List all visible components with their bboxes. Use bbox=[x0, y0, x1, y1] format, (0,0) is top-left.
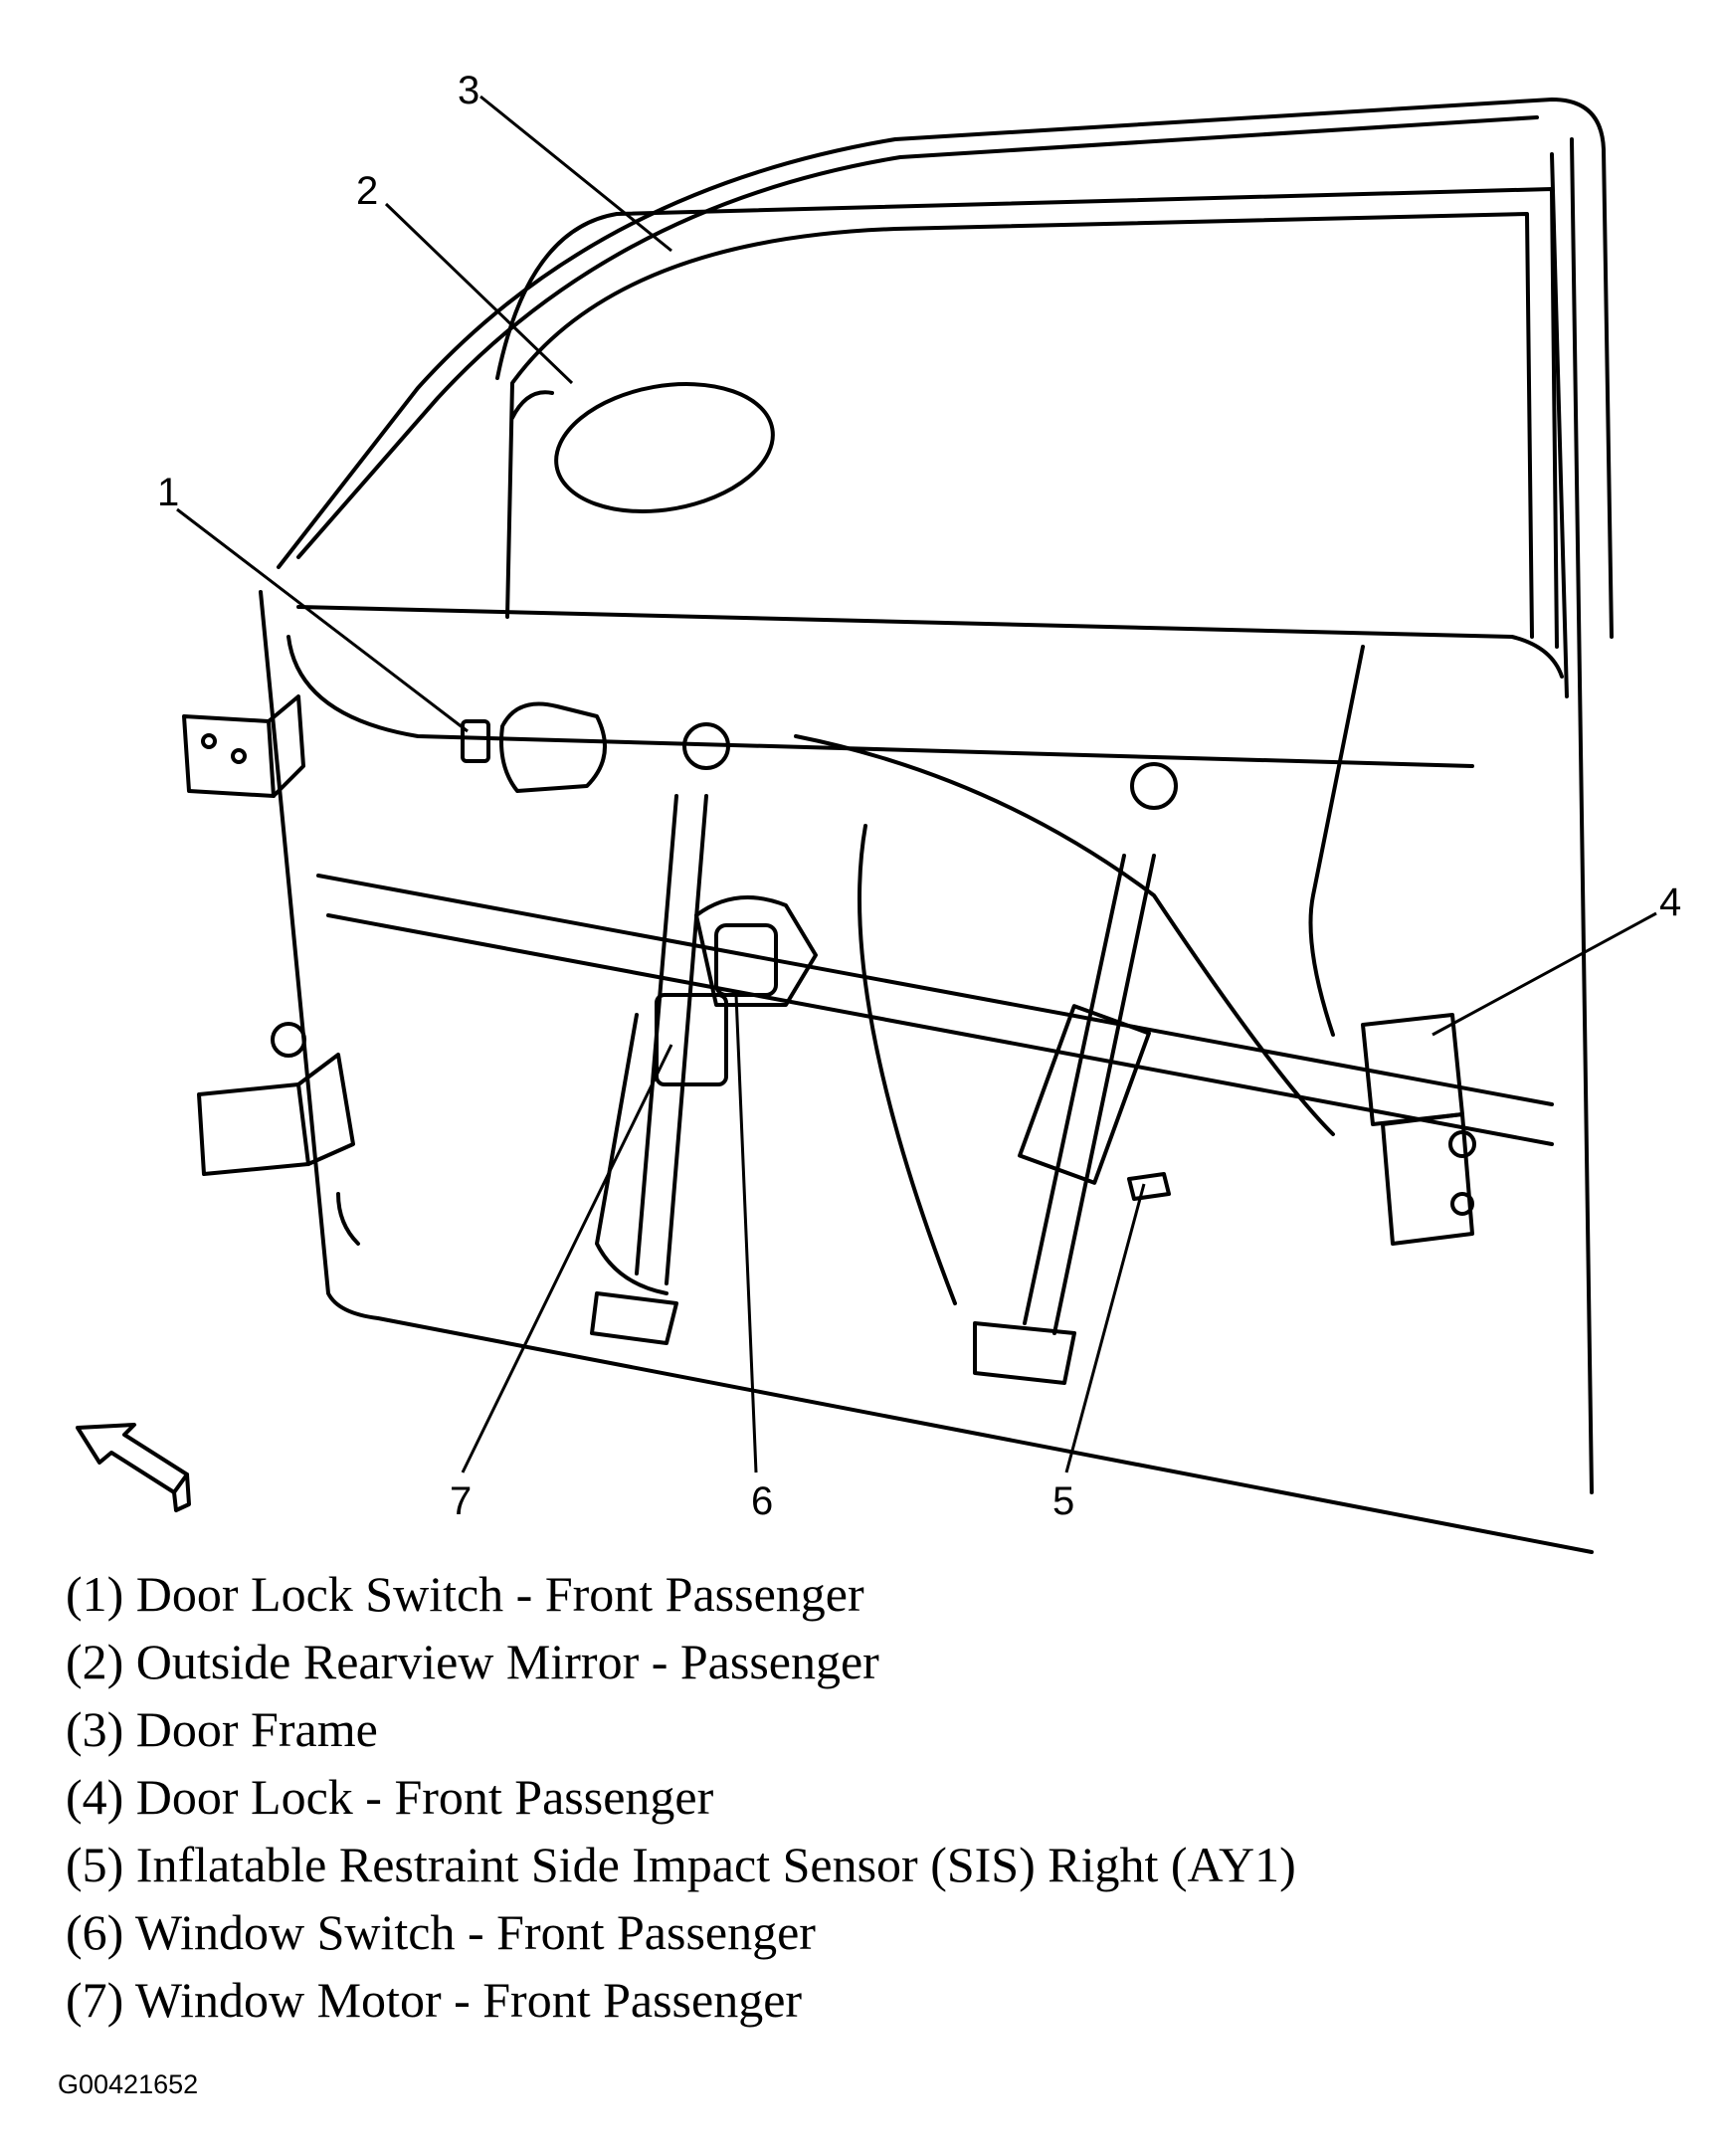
lock-cable bbox=[794, 734, 1335, 1136]
callout-4: 4 bbox=[1659, 881, 1681, 924]
leader-line-5 bbox=[1064, 1183, 1146, 1473]
leader-line-4 bbox=[1431, 911, 1657, 1037]
window-regulator bbox=[590, 794, 1156, 1385]
legend-item: (3) Door Frame bbox=[66, 1701, 378, 1757]
mounting-hole bbox=[682, 722, 730, 770]
callout-2: 2 bbox=[356, 169, 378, 213]
callout-3: 3 bbox=[458, 69, 479, 112]
door-frame bbox=[277, 98, 1614, 1494]
callout-6: 6 bbox=[751, 1479, 773, 1523]
leader-line-1 bbox=[176, 507, 469, 733]
legend-item: (2) Outside Rearview Mirror - Passenger bbox=[66, 1634, 879, 1689]
window-motor bbox=[655, 895, 818, 1086]
legend-item: (5) Inflatable Restraint Side Impact Sen… bbox=[66, 1837, 1296, 1892]
figure-id: G00421652 bbox=[58, 2069, 199, 2099]
legend-item: (7) Window Motor - Front Passenger bbox=[66, 1972, 803, 2028]
leader-line-6 bbox=[734, 994, 758, 1473]
callout-1: 1 bbox=[157, 471, 179, 514]
lower-hinge bbox=[197, 1022, 355, 1176]
lock-rod bbox=[1308, 645, 1365, 1037]
mounting-hole bbox=[1130, 762, 1178, 810]
door-diagram: 1 2 3 4 5 6 7 bbox=[76, 69, 1681, 1554]
leader-line-2 bbox=[384, 202, 574, 385]
component-legend: (1) Door Lock Switch - Front Passenger (… bbox=[66, 1560, 1296, 2034]
outside-rearview-mirror bbox=[510, 382, 775, 513]
forward-arrow-icon bbox=[76, 1423, 191, 1512]
door-body bbox=[259, 590, 1594, 1554]
callout-7: 7 bbox=[450, 1479, 472, 1523]
legend-item: (6) Window Switch - Front Passenger bbox=[66, 1904, 816, 1960]
door-lock bbox=[1361, 1013, 1476, 1246]
legend-item: (1) Door Lock Switch - Front Passenger bbox=[66, 1566, 864, 1622]
legend-item: (4) Door Lock - Front Passenger bbox=[66, 1769, 714, 1825]
side-impact-sensor bbox=[1127, 1172, 1171, 1201]
upper-hinge bbox=[182, 694, 305, 798]
callout-5: 5 bbox=[1052, 1479, 1074, 1523]
door-lock-switch bbox=[461, 701, 607, 793]
leader-line-3 bbox=[479, 95, 672, 253]
window-switch bbox=[714, 923, 778, 997]
leader-line-7 bbox=[461, 1044, 673, 1473]
